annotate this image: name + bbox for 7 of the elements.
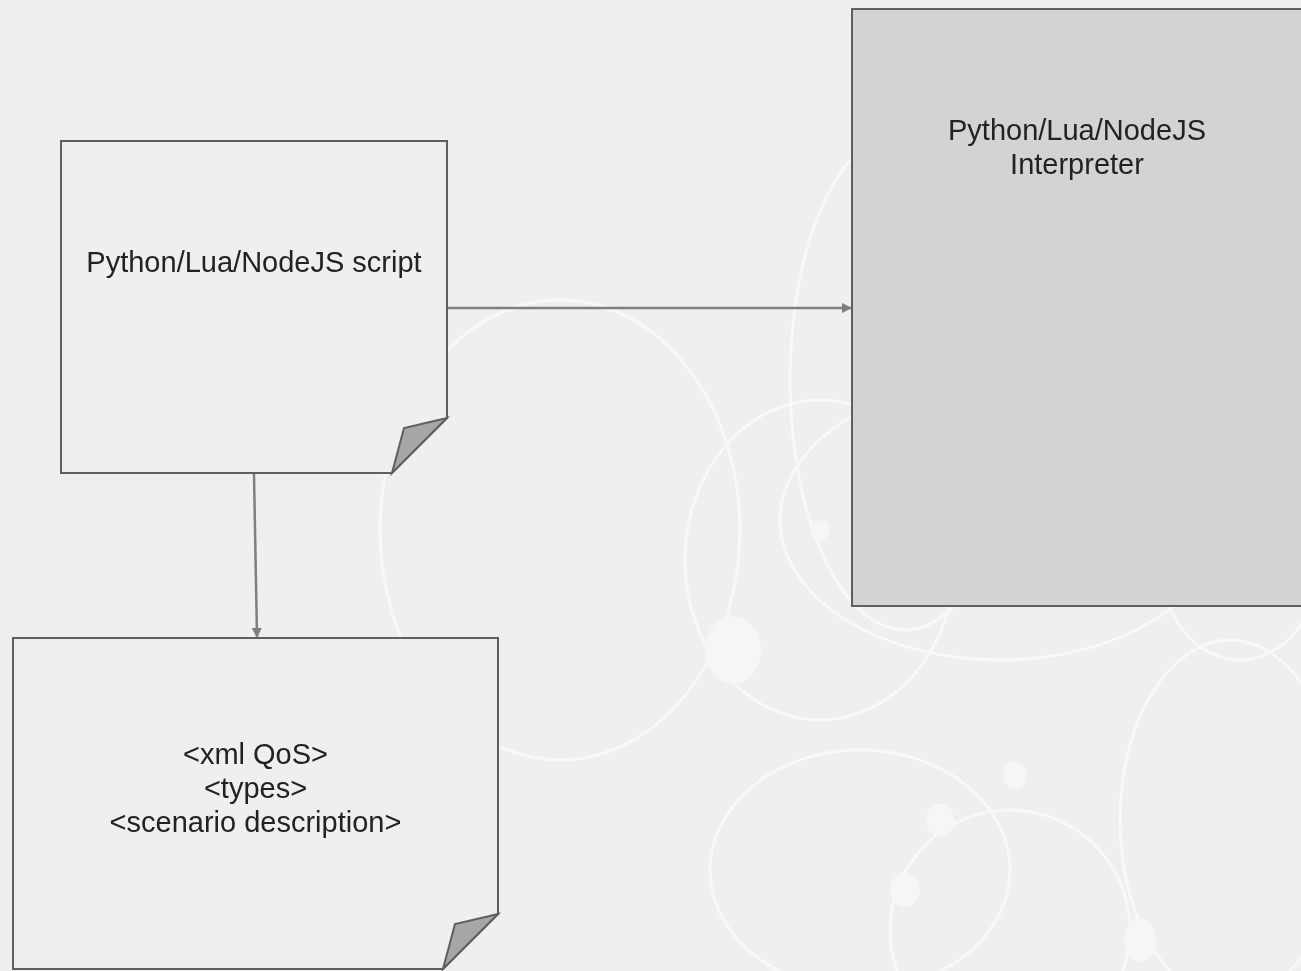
node-label: <types> — [203, 771, 308, 805]
node-label: Python/Lua/NodeJS script — [86, 245, 422, 279]
node-label: <scenario description> — [109, 805, 402, 839]
arrow — [251, 473, 262, 638]
node-label: <xml QoS> — [182, 737, 329, 771]
node-label: Python/Lua/NodeJS Interpreter — [947, 113, 1207, 181]
arrow — [448, 303, 852, 313]
